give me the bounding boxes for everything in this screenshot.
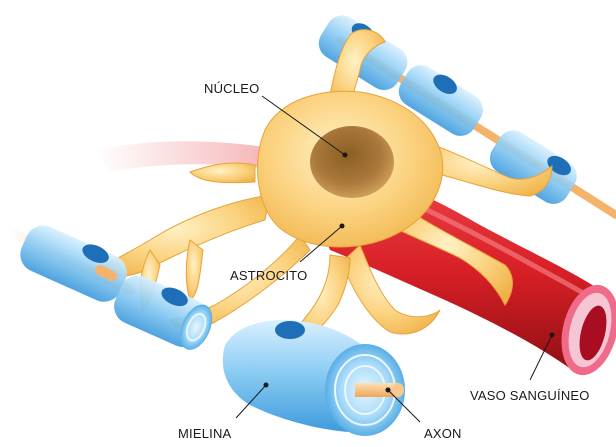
leader-dot-myelin <box>264 383 269 388</box>
nucleus <box>310 126 394 198</box>
label-nucleus: NÚCLEO <box>204 81 259 96</box>
myelin-sheath-front <box>223 320 405 436</box>
leader-dot-astrocyte <box>340 224 345 229</box>
leader-dot-axon <box>386 388 391 393</box>
label-axon: AXON <box>424 426 462 441</box>
leader-dot-vessel <box>550 333 555 338</box>
label-astrocyte: ASTROCITO <box>230 268 307 283</box>
label-blood-vessel: VASO SANGUÍNEO <box>470 388 590 403</box>
label-myelin: MIELINA <box>178 426 232 441</box>
leader-dot-nucleus <box>343 153 348 158</box>
